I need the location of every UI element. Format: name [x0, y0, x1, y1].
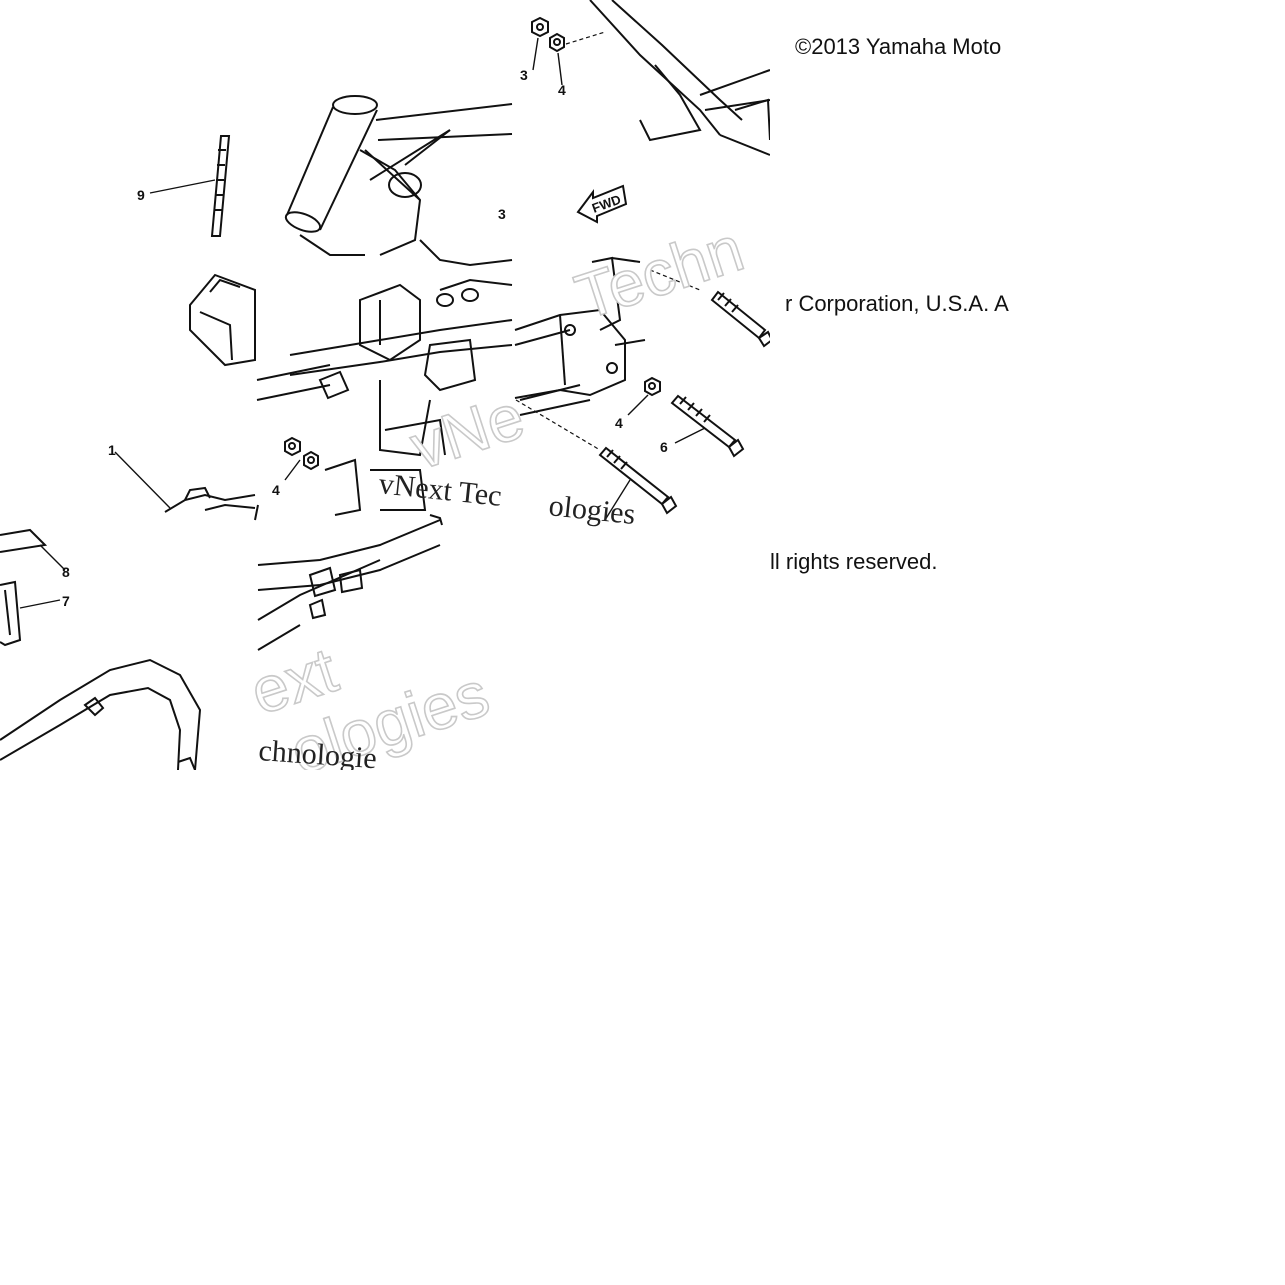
label-part-7: 7 [62, 593, 70, 609]
tile-cross-member [189, 239, 513, 521]
forward-arrow-icon: FWD [576, 184, 628, 224]
label-part-4-right: 4 [615, 415, 623, 431]
watermark-text-3: ologies [547, 489, 637, 531]
bolt-long-lower [598, 446, 678, 521]
label-part-6: 6 [660, 439, 668, 455]
strap-part-9 [149, 135, 231, 237]
label-part-4-left: 4 [272, 482, 280, 498]
label-part-4-top: 4 [558, 82, 566, 98]
label-part-3-top: 3 [520, 67, 528, 83]
tile-lower-middle [257, 514, 443, 651]
watermark-text-1: Techn [567, 212, 752, 333]
watermark-text-6: chnologie [258, 734, 378, 775]
copyright-line-1: ©2013 Yamaha Moto [795, 34, 1002, 59]
tile-nuts-top [531, 0, 771, 156]
copyright-line-2: r Corporation, U.S.A. A [785, 291, 1009, 316]
label-part-8: 8 [62, 564, 70, 580]
nut-part-4-right [627, 376, 661, 416]
tile-lower-left [0, 528, 202, 771]
tile-head-tube [284, 95, 513, 256]
nuts-part-4-left [284, 436, 319, 481]
watermark-text-2: vNext Tec [377, 467, 503, 513]
copyright-line-3: ll rights reserved. [770, 549, 938, 574]
bolt-part-6 [670, 394, 745, 458]
watermark-text-7: vNe [402, 380, 532, 484]
bolt-upper-right [710, 290, 774, 348]
label-part-9: 9 [137, 187, 145, 203]
tile-rear-mounts [514, 256, 701, 451]
label-part-3-mid: 3 [498, 206, 506, 222]
label-part-1: 1 [108, 442, 116, 458]
bracket-part-1 [114, 451, 256, 513]
watermark-layer: Techn vNe vNext Tec ologies ext ologies … [241, 211, 752, 789]
